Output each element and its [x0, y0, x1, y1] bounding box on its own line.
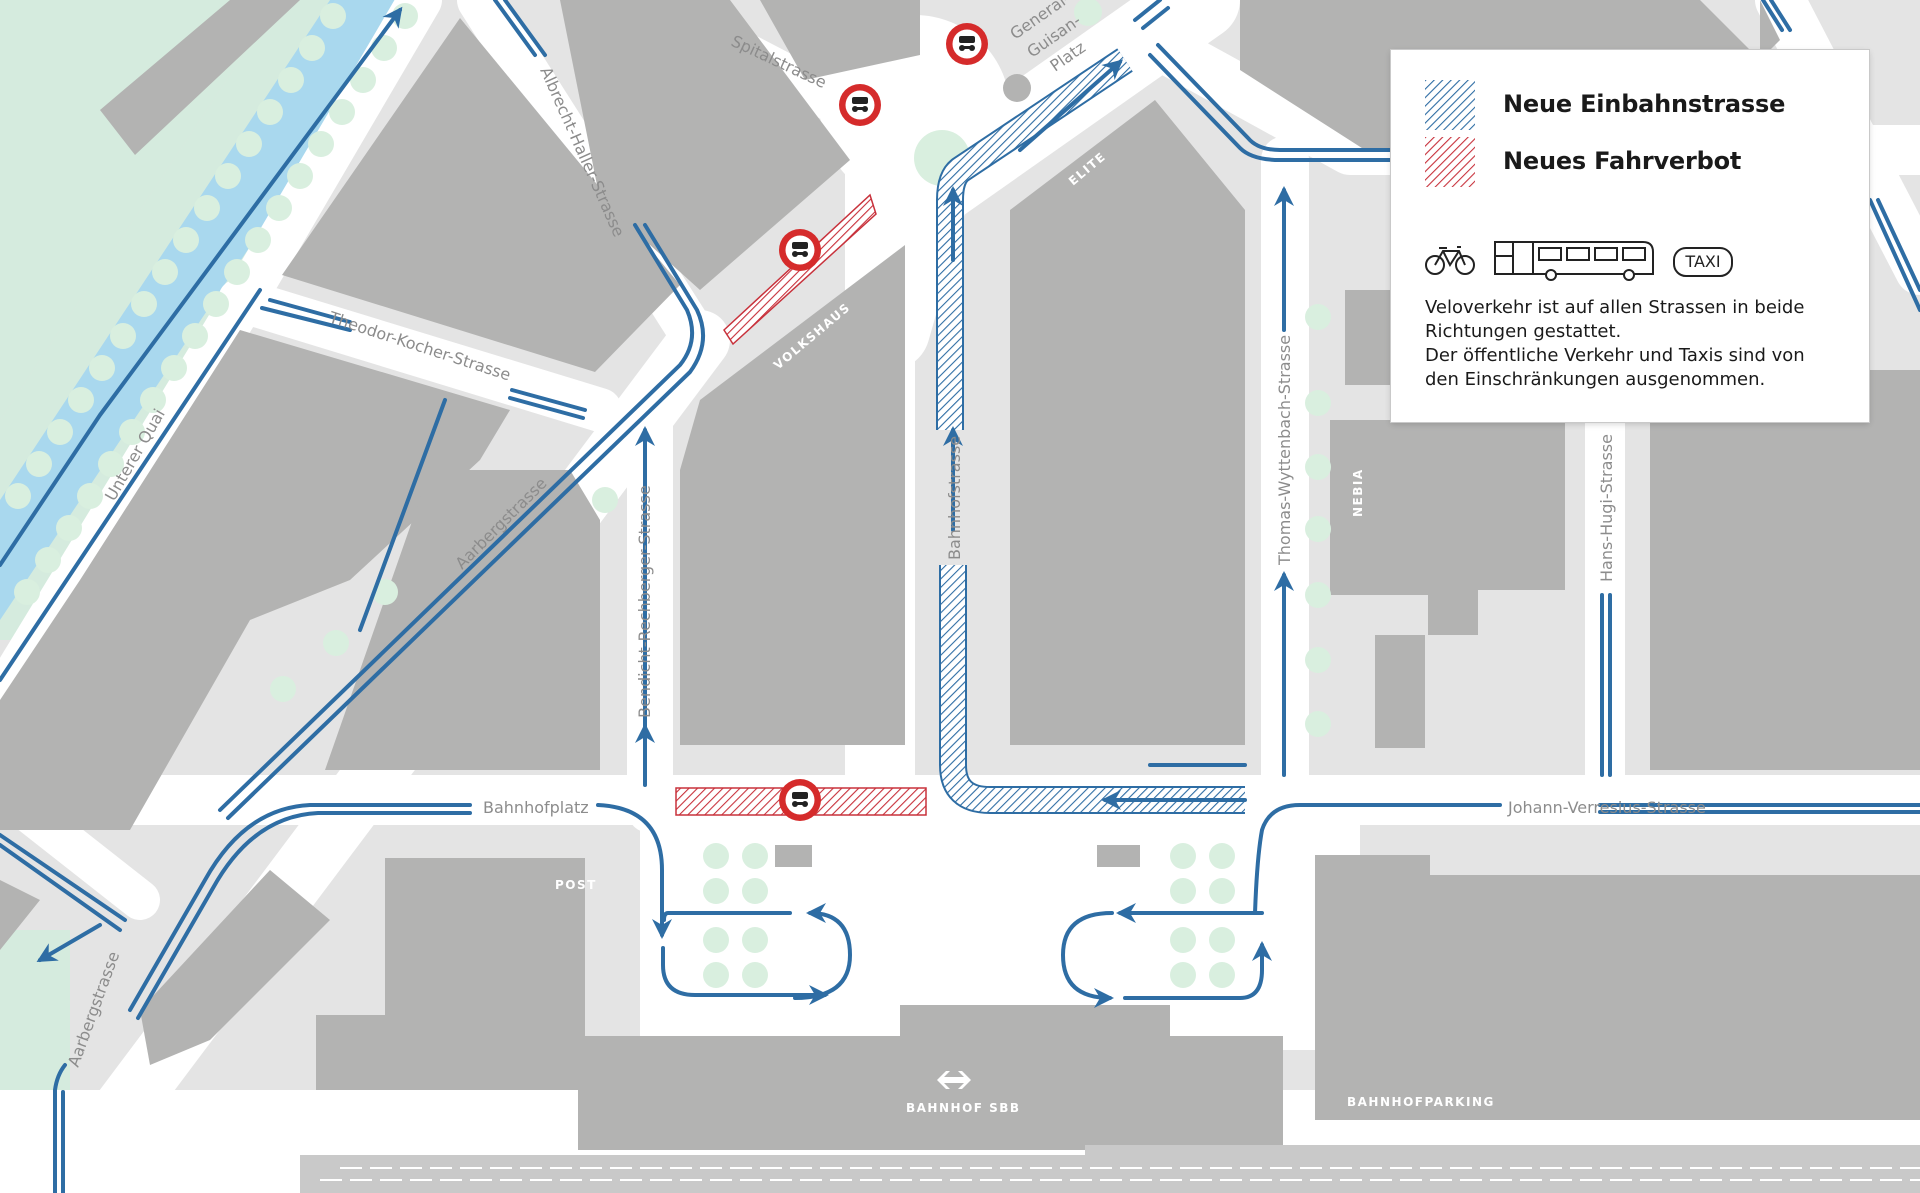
sbb-logo-icon — [937, 1071, 971, 1089]
guisan-monument — [1003, 74, 1031, 102]
ban-sign — [779, 779, 821, 821]
street-label: Thomas-Wyttenbach-Strasse — [1275, 335, 1294, 566]
street-label: Bendicht-Rechberger-Strasse — [635, 485, 654, 718]
ban-sign — [779, 229, 821, 271]
legend-note-line: Veloverkehr ist auf allen Strassen in be… — [1425, 297, 1805, 318]
taxi-icon: TAXI — [1673, 247, 1733, 277]
ban-swatch — [1425, 137, 1475, 187]
one-way-swatch — [1425, 80, 1475, 130]
street-label: Johann-Verresius-Strasse — [1507, 798, 1706, 817]
street-label: Bahnhofstrasse — [945, 436, 964, 560]
legend-icons: TAXI — [1425, 238, 1845, 282]
building-label: BAHNHOF SBB — [906, 1101, 1021, 1115]
street-label: Bahnhofplatz — [483, 798, 589, 817]
bus-icon — [1494, 241, 1654, 281]
legend-note: Veloverkehr ist auf allen Strassen in be… — [1425, 296, 1845, 392]
legend-note-line: Der öffentliche Verkehr und Taxis sind v… — [1425, 345, 1805, 366]
trees — [5, 0, 1331, 988]
building-label: NEBIA — [1351, 468, 1365, 517]
building-label: POST — [555, 878, 597, 892]
street-label: Hans-Hugi-Strasse — [1597, 434, 1616, 582]
building-label: BAHNHOFPARKING — [1347, 1095, 1495, 1109]
bicycle-icon — [1425, 246, 1475, 275]
ban-sign — [946, 23, 988, 65]
legend-note-line: Richtungen gestattet. — [1425, 321, 1622, 342]
ban-sign — [839, 84, 881, 126]
legend-label-one-way: Neue Einbahnstrasse — [1503, 90, 1786, 118]
rail-tracks — [320, 1167, 1920, 1181]
legend-note-line: den Einschränkungen ausgenommen. — [1425, 369, 1766, 390]
legend-label-ban: Neues Fahrverbot — [1503, 147, 1742, 175]
legend-panel: Neue Einbahnstrasse Neues Fahrverbot TAX… — [1391, 50, 1869, 422]
